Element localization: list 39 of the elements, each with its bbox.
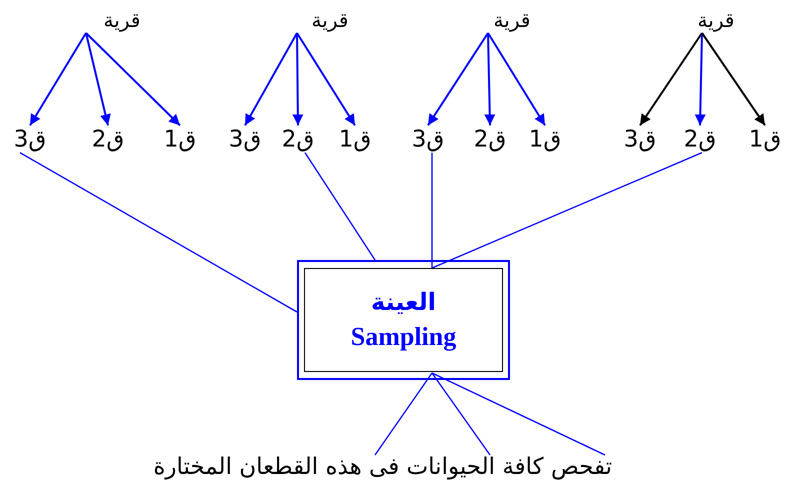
arrow [427,32,489,126]
arrow [29,32,87,126]
arrow [85,32,111,126]
arrow [484,32,496,126]
plot-label: ق2 [282,127,314,153]
arrow [487,32,546,126]
plot-label: ق2 [92,127,124,153]
plot-label: ق1 [164,127,196,153]
subheading-text: Sampling [350,322,456,352]
plot-label: ق3 [228,127,262,153]
plot-label: ق1 [528,127,562,153]
village-label: قرية [104,9,140,31]
plot-label: ق2 [684,127,716,153]
arrow [292,32,304,126]
connector-line [304,152,376,260]
plot-label: ق1 [338,127,372,153]
arrow [694,32,706,126]
plot-label: ق1 [748,127,782,153]
plot-label: ق3 [14,127,46,153]
connector-line [432,152,702,269]
arrow [639,32,703,126]
village-label: قرية [494,9,530,31]
plot-label: ق3 [624,127,656,153]
plot-label: ق3 [412,127,444,153]
arrow [85,32,181,126]
note-text: تفحص كافة الحيوانات فى هذه القطعان المختارة [153,455,612,480]
arrow [701,32,766,126]
arrow [244,32,298,126]
village-label: قرية [312,9,348,31]
connector-line [20,152,298,313]
arrow [296,32,356,126]
village-label: قرية [698,9,734,31]
connector-line [431,152,433,268]
heading-text: العينة [371,288,436,316]
connector-line [374,372,433,456]
connector-line [432,372,606,456]
connector-line [431,372,491,456]
plot-label: ق2 [474,127,506,153]
sampling-box [297,260,510,380]
